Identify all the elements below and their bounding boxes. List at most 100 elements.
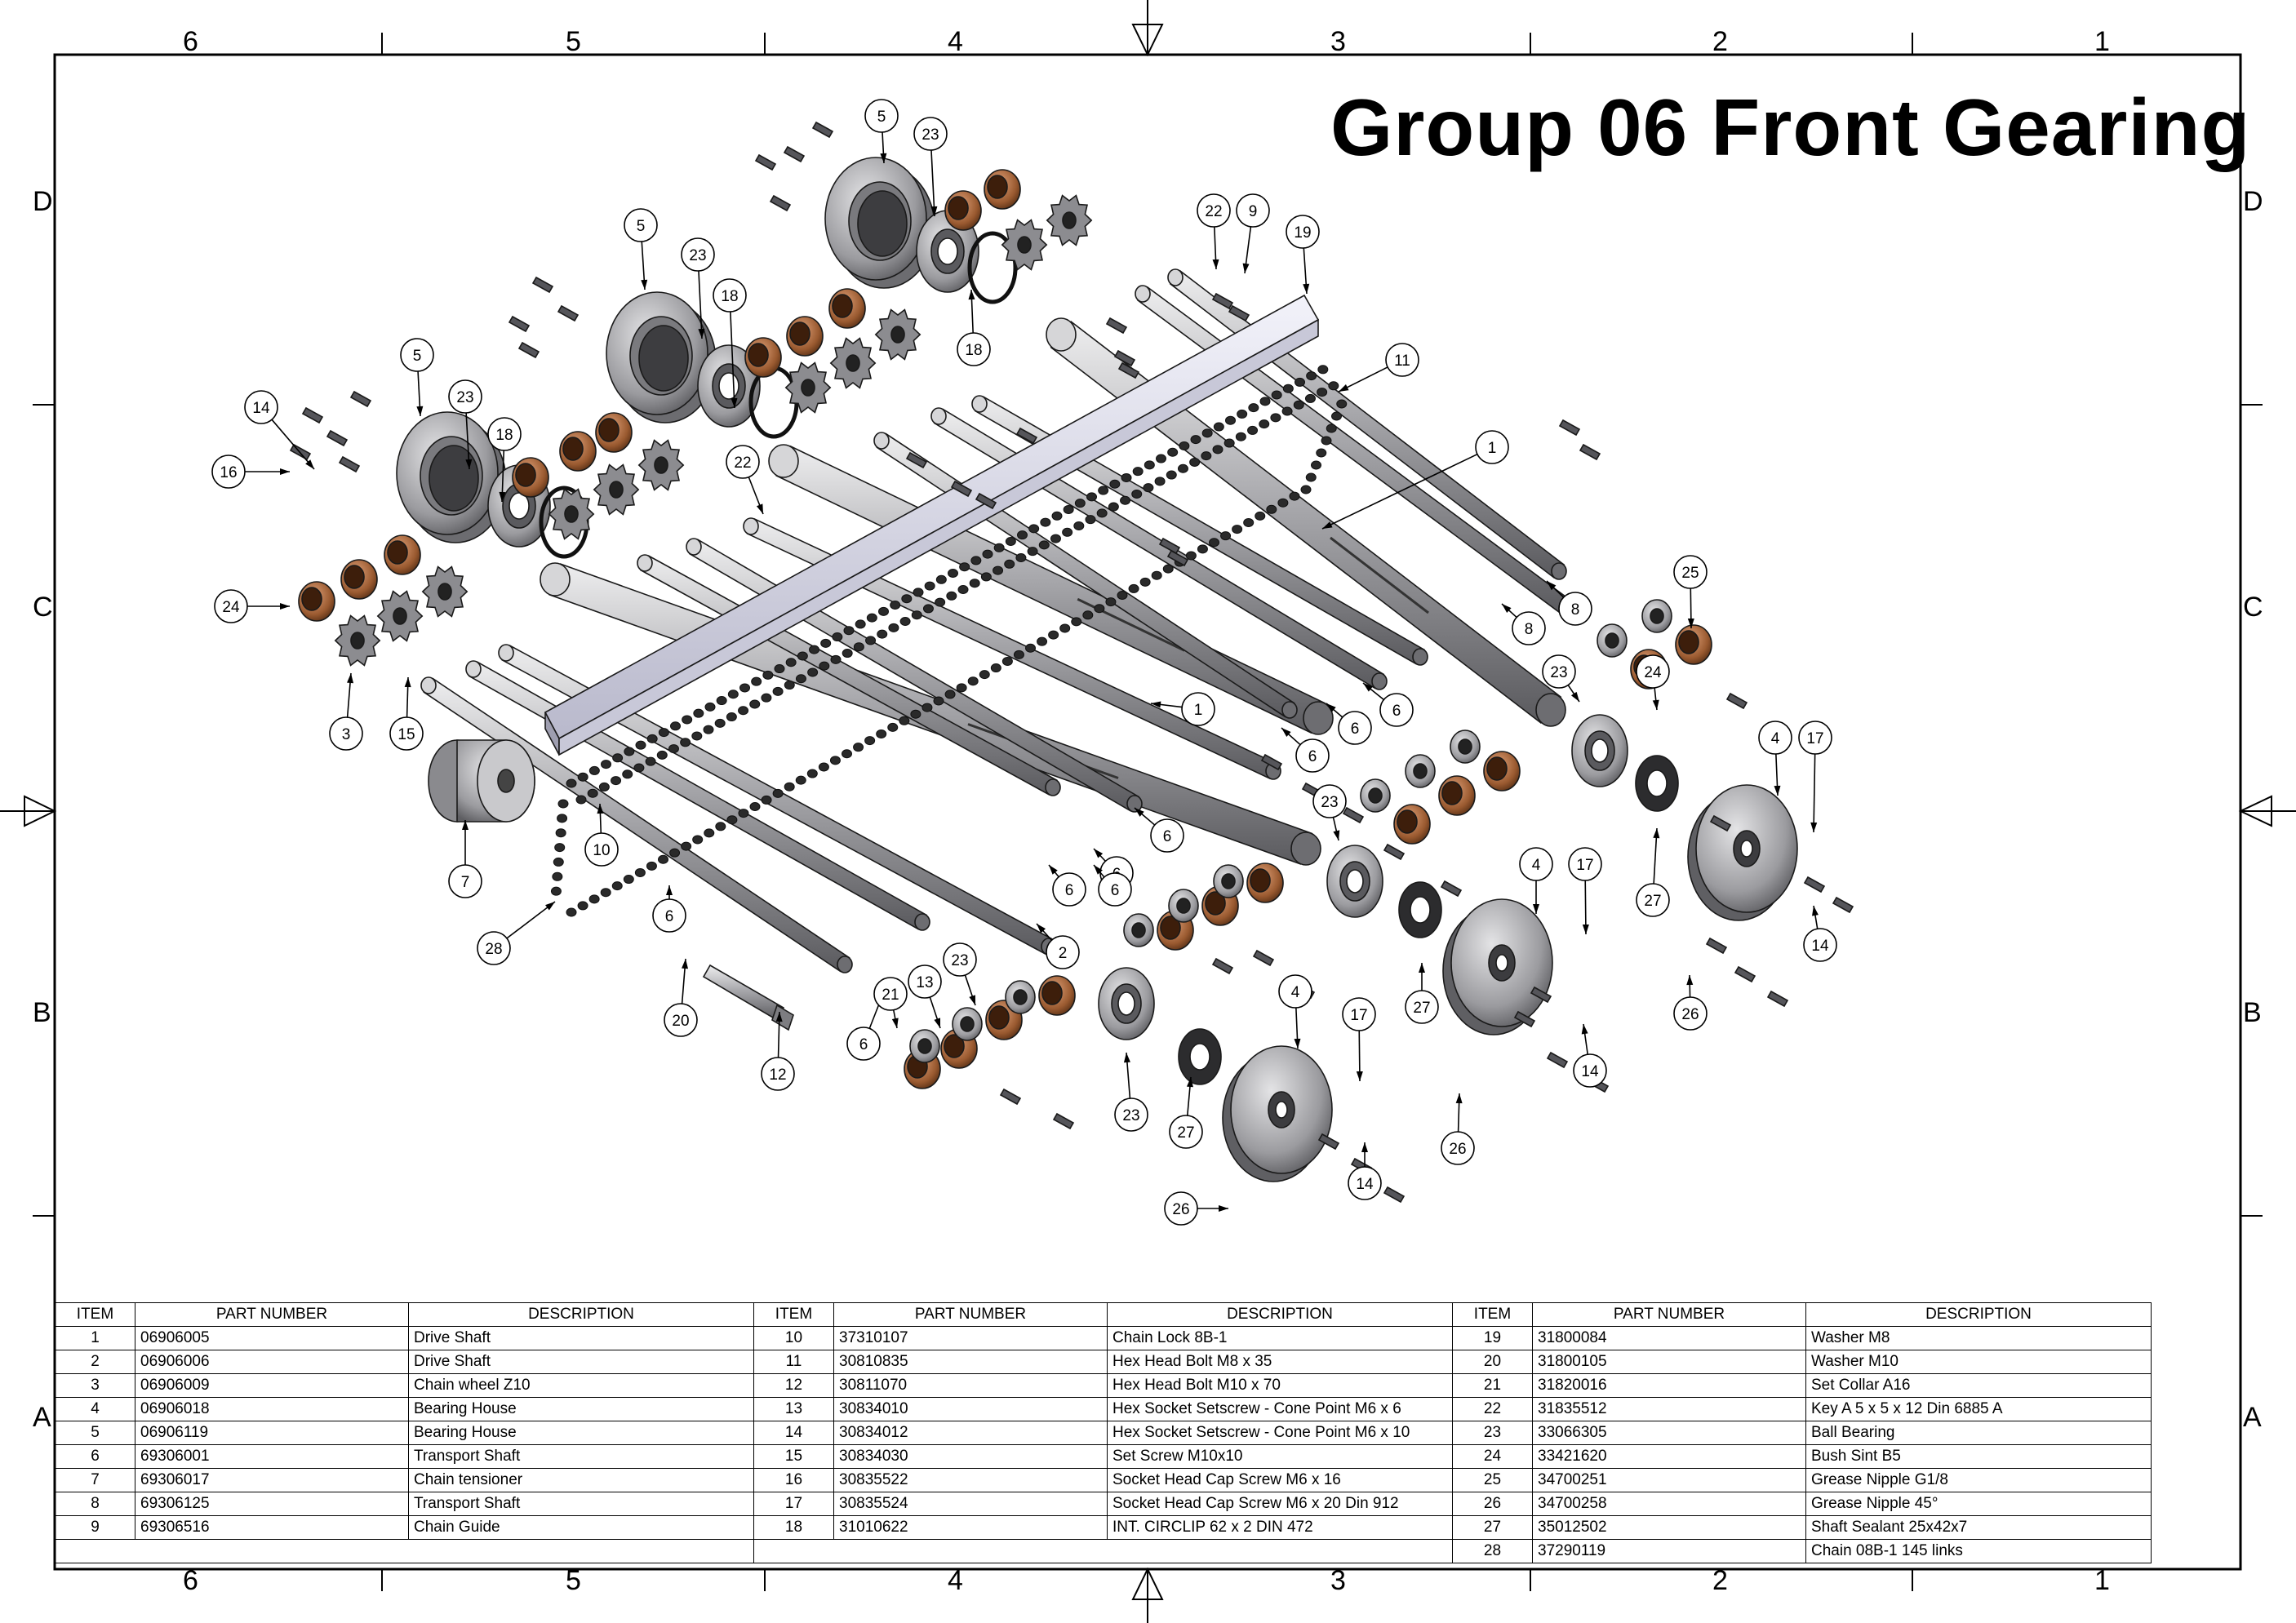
balloon-circle (1348, 1166, 1382, 1200)
bom-item-cell: 18 (753, 1515, 834, 1540)
chain-link (842, 749, 852, 759)
screw-body (1211, 957, 1234, 975)
chain-link (635, 740, 646, 750)
screw (326, 429, 349, 447)
bom-part-number-cell: 37290119 (1532, 1539, 1806, 1563)
screw-body (517, 341, 540, 359)
chain-link (738, 809, 749, 818)
screw (1342, 806, 1365, 824)
balloon-leader (506, 901, 556, 939)
screw-body (1228, 304, 1250, 322)
balloon-leader (698, 270, 703, 339)
transport-shaft-end (1281, 701, 1298, 719)
screw (1546, 1051, 1569, 1069)
chain-link (1154, 477, 1166, 486)
balloon-label: 6 (1163, 828, 1172, 845)
bearing-house-hole (1740, 840, 1753, 858)
item-balloon: 27 (1636, 827, 1670, 917)
screw-body (1734, 965, 1756, 983)
item-balloon: 6 (1093, 864, 1132, 907)
balloon-arrowhead (731, 397, 738, 408)
chain-link (1293, 400, 1304, 410)
item-balloon: 26 (1164, 1191, 1228, 1226)
chain-wheel (874, 308, 922, 361)
chain-link (1237, 409, 1248, 419)
chain-link (623, 875, 634, 885)
bom-part-number-cell: 34700258 (1532, 1492, 1806, 1516)
zone-column-top-5: 5 (566, 26, 581, 57)
set-collar (1360, 778, 1391, 813)
balloon-label: 14 (1811, 938, 1829, 955)
transport-shaft-end (1045, 778, 1061, 796)
sint-bush-bore (301, 587, 322, 611)
bearing-houses-top (396, 157, 1018, 559)
shaft-sealant-bore (1646, 769, 1668, 797)
item-balloon: 7 (448, 820, 482, 898)
bom-part-number-cell: 31010622 (833, 1515, 1108, 1540)
zone-row-right-C: C (2243, 592, 2263, 623)
bom-item-cell: 4 (55, 1397, 135, 1421)
chain-link (913, 588, 924, 597)
balloon-circle (624, 208, 658, 242)
screw (1228, 304, 1250, 322)
bearing-house (1222, 1045, 1333, 1182)
chain-link (553, 857, 564, 867)
bom-description-cell: Set Collar A16 (1805, 1373, 2152, 1398)
screw (811, 121, 834, 139)
transport-shaft-end (873, 432, 890, 450)
chain-link (1050, 534, 1061, 543)
balloon-label: 4 (1291, 984, 1300, 1001)
drive-shaft-end (1535, 693, 1566, 727)
chain-link (1213, 422, 1224, 432)
chain-link (853, 642, 864, 652)
screw-body (349, 390, 372, 408)
bom-description-cell: Socket Head Cap Screw M6 x 16 (1107, 1468, 1453, 1492)
chain-link (970, 556, 982, 565)
balloon-label: 22 (734, 455, 751, 472)
chain-link (1271, 390, 1282, 400)
chain-link (1177, 463, 1188, 473)
chain-wheel (1001, 219, 1048, 271)
zone-row-left-C: C (33, 592, 53, 623)
chain-link (646, 734, 658, 743)
chain-link (566, 907, 577, 917)
chain-link (1139, 577, 1151, 587)
transport-shaft-end (420, 676, 437, 694)
screw-body (1166, 549, 1189, 567)
roller-chain (550, 365, 1348, 917)
chain-link (784, 681, 795, 690)
chain-link (1304, 393, 1316, 403)
chain-link (1247, 425, 1259, 435)
drive-shaft-end (1046, 317, 1077, 352)
balloon-arrowhead (1502, 604, 1512, 614)
chain-link (566, 778, 577, 788)
item-balloon: 17 (1568, 847, 1602, 935)
transport-shaft-end (1371, 672, 1388, 690)
chain-link (979, 670, 990, 680)
chain-link (899, 617, 911, 627)
sint-bush-bore (387, 540, 408, 565)
chain-wheel (334, 614, 381, 667)
item-balloon: 21 (873, 977, 908, 1029)
screw-body (1113, 349, 1136, 367)
chain-link (1017, 530, 1028, 540)
shaft-sealant (1635, 755, 1679, 812)
chain-link (843, 626, 855, 636)
chain-link (670, 721, 681, 731)
screw (1117, 361, 1140, 379)
set-collar (1450, 729, 1481, 764)
chain-link (1317, 365, 1329, 375)
balloon-circle (1512, 611, 1546, 645)
transport-shaft-end (637, 554, 653, 572)
sint-bush-bore (1250, 868, 1271, 893)
chain-link (1082, 610, 1094, 620)
balloon-circle (1673, 996, 1708, 1031)
chain-link (739, 683, 750, 693)
balloon-circle (761, 1057, 795, 1091)
bom-header-description: DESCRIPTION (1805, 1302, 2152, 1327)
zone-column-top-2: 2 (1712, 26, 1728, 57)
chain-link (1120, 495, 1131, 505)
chain-link (1270, 413, 1281, 423)
chain-link (911, 610, 922, 620)
zone-column-bottom-3: 3 (1330, 1565, 1346, 1596)
